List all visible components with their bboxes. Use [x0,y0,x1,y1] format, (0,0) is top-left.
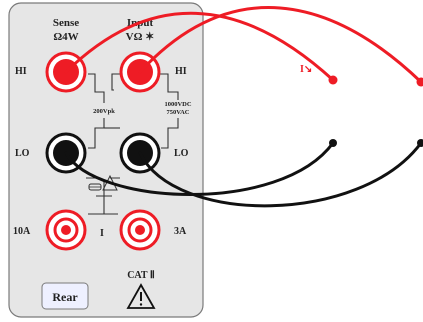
warning-triangle-icon [126,283,156,309]
red-lead-input [138,6,423,84]
red-lead-sense [64,11,335,82]
rear-button-label: Rear [52,290,78,304]
amp-10-label: 10A [13,226,31,237]
fuse-icon [88,183,102,191]
red-lead-input-end [416,77,423,87]
amp-10-terminal[interactable] [45,209,87,251]
hi-right-label: HI [175,66,187,77]
current-arrow-label: I↘ [300,64,312,75]
lo-right-label: LO [174,148,189,159]
black-lead-input-end [417,139,423,147]
peak-rating: 200Vpk [93,108,115,115]
amp-3-label: 3A [174,226,187,237]
common-label: I [100,228,104,239]
test-leads [64,6,423,208]
black-lead-input [138,141,423,208]
input-sub-label: VΩ ✶ [126,31,155,43]
sense-label: Sense [53,17,79,29]
lo-left-label: LO [15,148,30,159]
red-lead-sense-end [328,75,338,85]
front-panel [8,2,204,318]
cat-label: CAT Ⅱ [127,270,155,281]
rear-button[interactable]: Rear [41,282,89,310]
ac-rating: 750VAC [167,109,190,116]
hi-left-label: HI [15,66,27,77]
amp-3-terminal[interactable] [119,209,161,251]
sense-sub-label: Ω4W [53,31,78,43]
dc-rating: 1000VDC [164,101,191,108]
black-lead-sense-end [329,139,337,147]
